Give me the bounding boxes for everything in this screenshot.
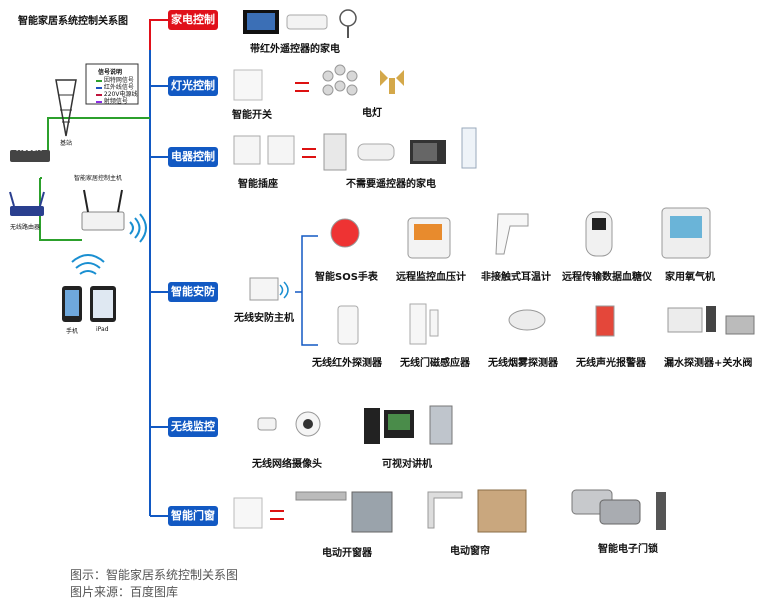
- intercom-outdoor-icon: [364, 408, 380, 444]
- label-sos-watch: 智能SOS手表: [315, 272, 378, 283]
- label-camera: 无线网络摄像头: [252, 459, 322, 470]
- label-ir-appliances: 带红外遥控器的家电: [250, 44, 340, 55]
- smart-socket-icon: [267, 135, 295, 165]
- water-heater-icon: [357, 143, 395, 161]
- label-ir-detector: 无线红外探测器: [312, 358, 382, 369]
- equals-sign: [270, 510, 284, 520]
- label-lamp: 电灯: [362, 108, 382, 119]
- category-window[interactable]: 智能门窗: [168, 506, 218, 526]
- label-smart-socket: 智能插座: [238, 179, 278, 190]
- phone-label: 手机: [66, 328, 79, 335]
- label-smart-switch: 智能开关: [232, 110, 272, 121]
- label-window-opener: 电动开窗器: [322, 548, 372, 559]
- router-icon: [9, 191, 45, 216]
- smart-switch-icon: [233, 69, 263, 101]
- category-lighting-label: 灯光控制: [171, 79, 215, 92]
- modem-label: MODEM: [16, 146, 43, 153]
- sos-watch-icon: [330, 218, 360, 248]
- door-phone-icon: [429, 405, 453, 445]
- fan-icon: [339, 9, 357, 27]
- label-door-lock: 智能电子门锁: [598, 544, 658, 555]
- siren-icon: [595, 305, 615, 337]
- legend-item: 因特网信号: [96, 75, 134, 84]
- category-monitor[interactable]: 无线监控: [168, 417, 218, 437]
- category-electric[interactable]: 电器控制: [168, 147, 218, 167]
- tower-icon: [55, 79, 77, 137]
- control-host-icon: [81, 189, 125, 231]
- thermometer-icon: [495, 213, 529, 255]
- window-image: [351, 491, 393, 533]
- legend-title: 信号说明: [98, 69, 123, 76]
- router-label: 无线路由器: [10, 224, 41, 231]
- ir-detector-icon: [337, 305, 359, 345]
- label-no-remote-appliances: 不需要遥控器的家电: [346, 179, 436, 190]
- modem-icon: [10, 150, 50, 162]
- category-lighting[interactable]: 灯光控制: [168, 76, 218, 96]
- legend-item: 220V电源线: [96, 89, 137, 98]
- category-appliance-label: 家电控制: [171, 13, 215, 26]
- tower-label: 基站: [60, 140, 73, 147]
- label-glucose-meter: 远程传输数据血糖仪: [562, 272, 652, 283]
- label-bp-monitor: 远程监控血压计: [396, 272, 466, 283]
- door-handle-icon: [656, 492, 666, 530]
- door-sensor-icon: [409, 303, 427, 345]
- air-conditioner-icon: [286, 14, 328, 30]
- ipad-label: iPad: [96, 326, 109, 333]
- label-security-host: 无线安防主机: [234, 313, 294, 324]
- curtain-room-image: [477, 489, 527, 533]
- legend-item: 红外线信号: [96, 82, 134, 91]
- equals-sign: [302, 148, 316, 158]
- category-electric-label: 电器控制: [171, 150, 215, 163]
- water-detector-icon: [667, 307, 703, 333]
- legend-box: [85, 63, 139, 105]
- diagram-title: 智能家居系统控制关系图: [18, 16, 128, 27]
- window-opener-icon: [295, 491, 347, 501]
- label-intercom: 可视对讲机: [382, 459, 432, 470]
- fridge-icon: [323, 133, 347, 171]
- label-oxygen: 家用氧气机: [665, 272, 715, 283]
- caption-line-2: 图片来源：百度图库: [70, 585, 179, 599]
- category-security-label: 智能安防: [171, 285, 215, 298]
- smoke-detector-icon: [508, 309, 546, 331]
- label-siren: 无线声光报警器: [576, 358, 646, 369]
- category-security[interactable]: 智能安防: [168, 282, 218, 302]
- label-smoke-detector: 无线烟雾探测器: [488, 358, 558, 369]
- appliance-connector: [149, 19, 168, 50]
- label-water-detector: 漏水探测器+关水阀: [664, 358, 753, 369]
- water-dispenser-icon: [461, 127, 477, 169]
- label-curtain: 电动窗帘: [450, 546, 490, 557]
- window-switch-icon: [233, 497, 263, 529]
- security-host-icon: [249, 277, 279, 301]
- category-monitor-label: 无线监控: [171, 420, 215, 433]
- host-label: 智能家居控制主机: [74, 175, 123, 182]
- legend-item: 射频信号: [96, 96, 128, 105]
- smart-socket-icon: [233, 135, 261, 165]
- curtain-rail-icon: [427, 491, 463, 529]
- label-door-sensor: 无线门磁感应器: [400, 358, 470, 369]
- bullet-camera-icon: [257, 417, 277, 431]
- chandelier-icon: [322, 64, 358, 96]
- wall-lamp-icon: [380, 70, 404, 94]
- caption-line-1: 图示：智能家居系统控制关系图: [70, 568, 239, 582]
- category-window-label: 智能门窗: [171, 509, 215, 522]
- category-appliance[interactable]: 家电控制: [168, 10, 218, 30]
- label-ear-thermometer: 非接触式耳温计: [481, 272, 551, 283]
- equals-sign: [295, 82, 309, 92]
